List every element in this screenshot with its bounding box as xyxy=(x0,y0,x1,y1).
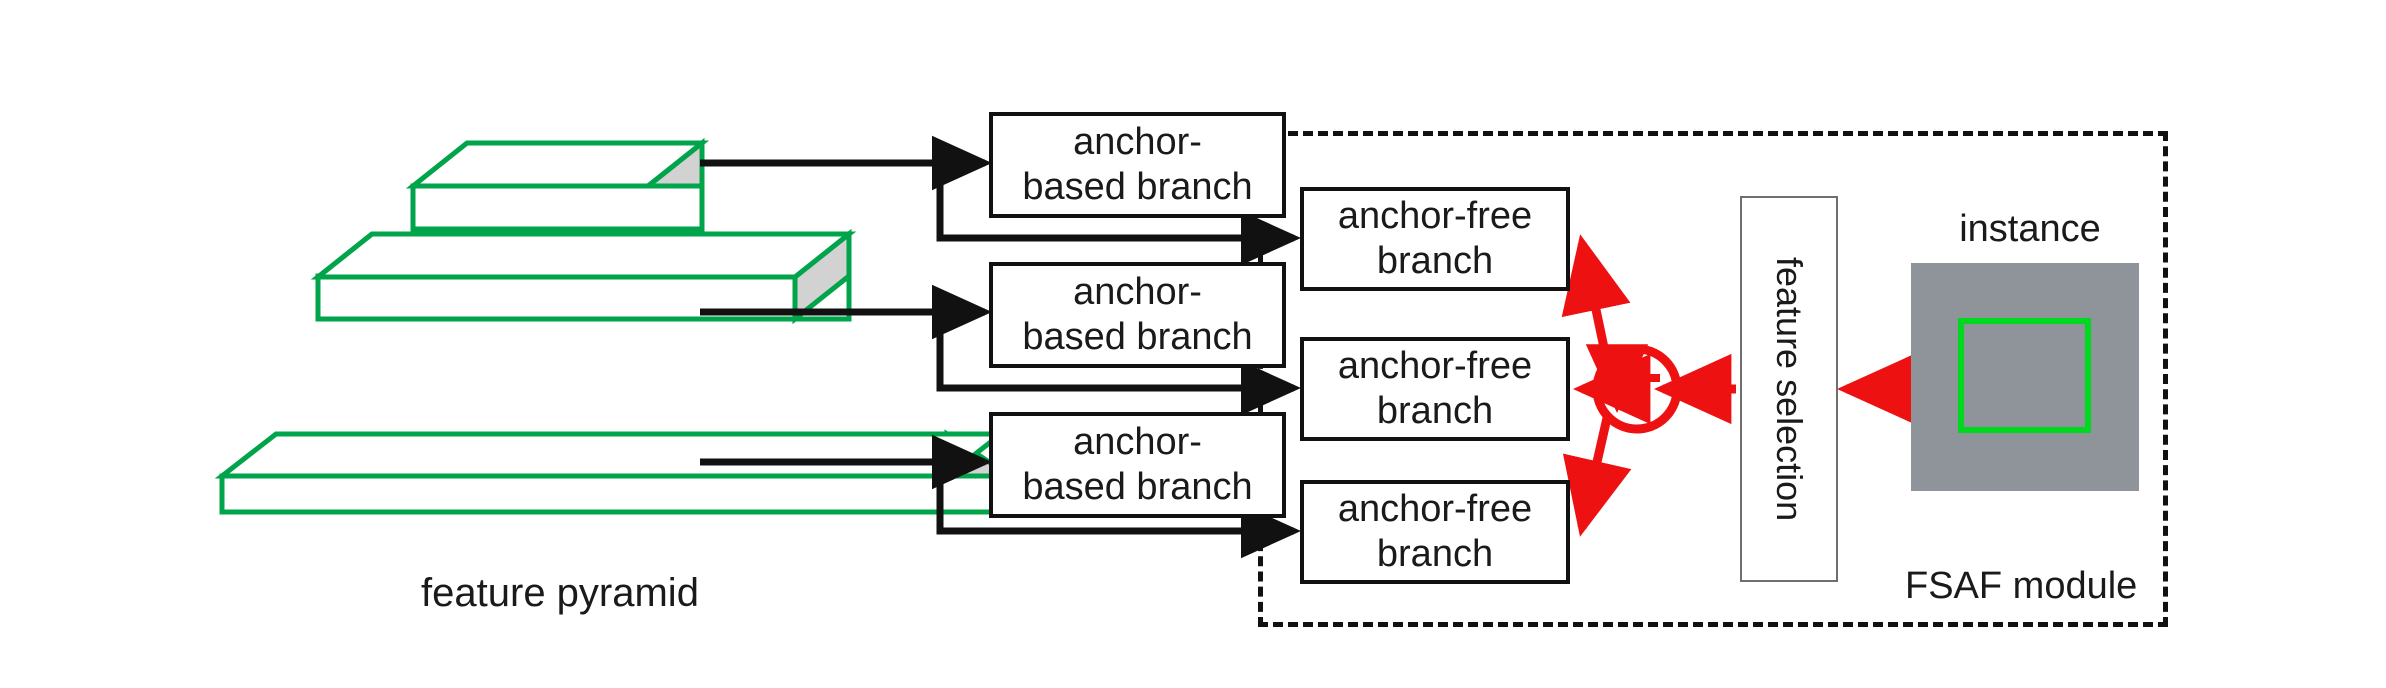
pyramid-slab-bottom xyxy=(214,429,1009,517)
anchor-free-branch-2[interactable]: anchor-free branch xyxy=(1300,337,1570,441)
anchor-based-branch-2-label: anchor- based branch xyxy=(1022,271,1253,358)
anchor-free-branch-2-label: anchor-free branch xyxy=(1337,345,1533,432)
slab-top-front-face xyxy=(410,183,705,232)
feature-pyramid-label: feature pyramid xyxy=(421,571,699,615)
anchor-based-branch-3[interactable]: anchor- based branch xyxy=(989,412,1286,518)
feature-selection-label: feature selection xyxy=(1769,256,1810,522)
anchor-based-branch-2[interactable]: anchor- based branch xyxy=(989,262,1286,368)
anchor-based-branch-1-label: anchor- based branch xyxy=(1022,121,1253,208)
anchor-based-branch-1[interactable]: anchor- based branch xyxy=(989,112,1286,218)
anchor-free-branch-3-label: anchor-free branch xyxy=(1337,488,1533,575)
arrow-tap-2-to-anchor-free-2 xyxy=(936,312,1302,416)
anchor-free-branch-1[interactable]: anchor-free branch xyxy=(1300,187,1570,291)
anchor-free-branch-1-label: anchor-free branch xyxy=(1337,195,1533,282)
anchor-based-branch-3-label: anchor- based branch xyxy=(1022,421,1253,508)
junction-inner-arrow xyxy=(1585,344,1660,414)
slab-middle-top-face-2 xyxy=(310,231,857,280)
arrow-junction-to-anchor-free-1 xyxy=(1561,234,1631,363)
slab-top-top-face xyxy=(405,140,710,189)
arrow-tap-1-to-anchor-free-1 xyxy=(936,163,1302,266)
pyramid-slab-middle xyxy=(310,228,857,325)
instance-label: instance xyxy=(1959,208,2101,250)
pyramid-slab-top xyxy=(405,137,710,235)
slab-bottom-front-face xyxy=(219,473,1004,515)
feature-selection-box[interactable]: feature selection xyxy=(1740,196,1838,582)
anchor-free-branch-3[interactable]: anchor-free branch xyxy=(1300,480,1570,584)
fsaf-module-label: FSAF module xyxy=(1905,565,2138,607)
instance-photo xyxy=(1911,263,2139,491)
arrow-junction-to-anchor-free-3 xyxy=(1562,417,1632,537)
instance-bounding-box xyxy=(1958,318,2091,433)
arrow-tap-3-to-anchor-free-3 xyxy=(936,462,1302,559)
slab-bottom-top-face xyxy=(214,431,1009,479)
